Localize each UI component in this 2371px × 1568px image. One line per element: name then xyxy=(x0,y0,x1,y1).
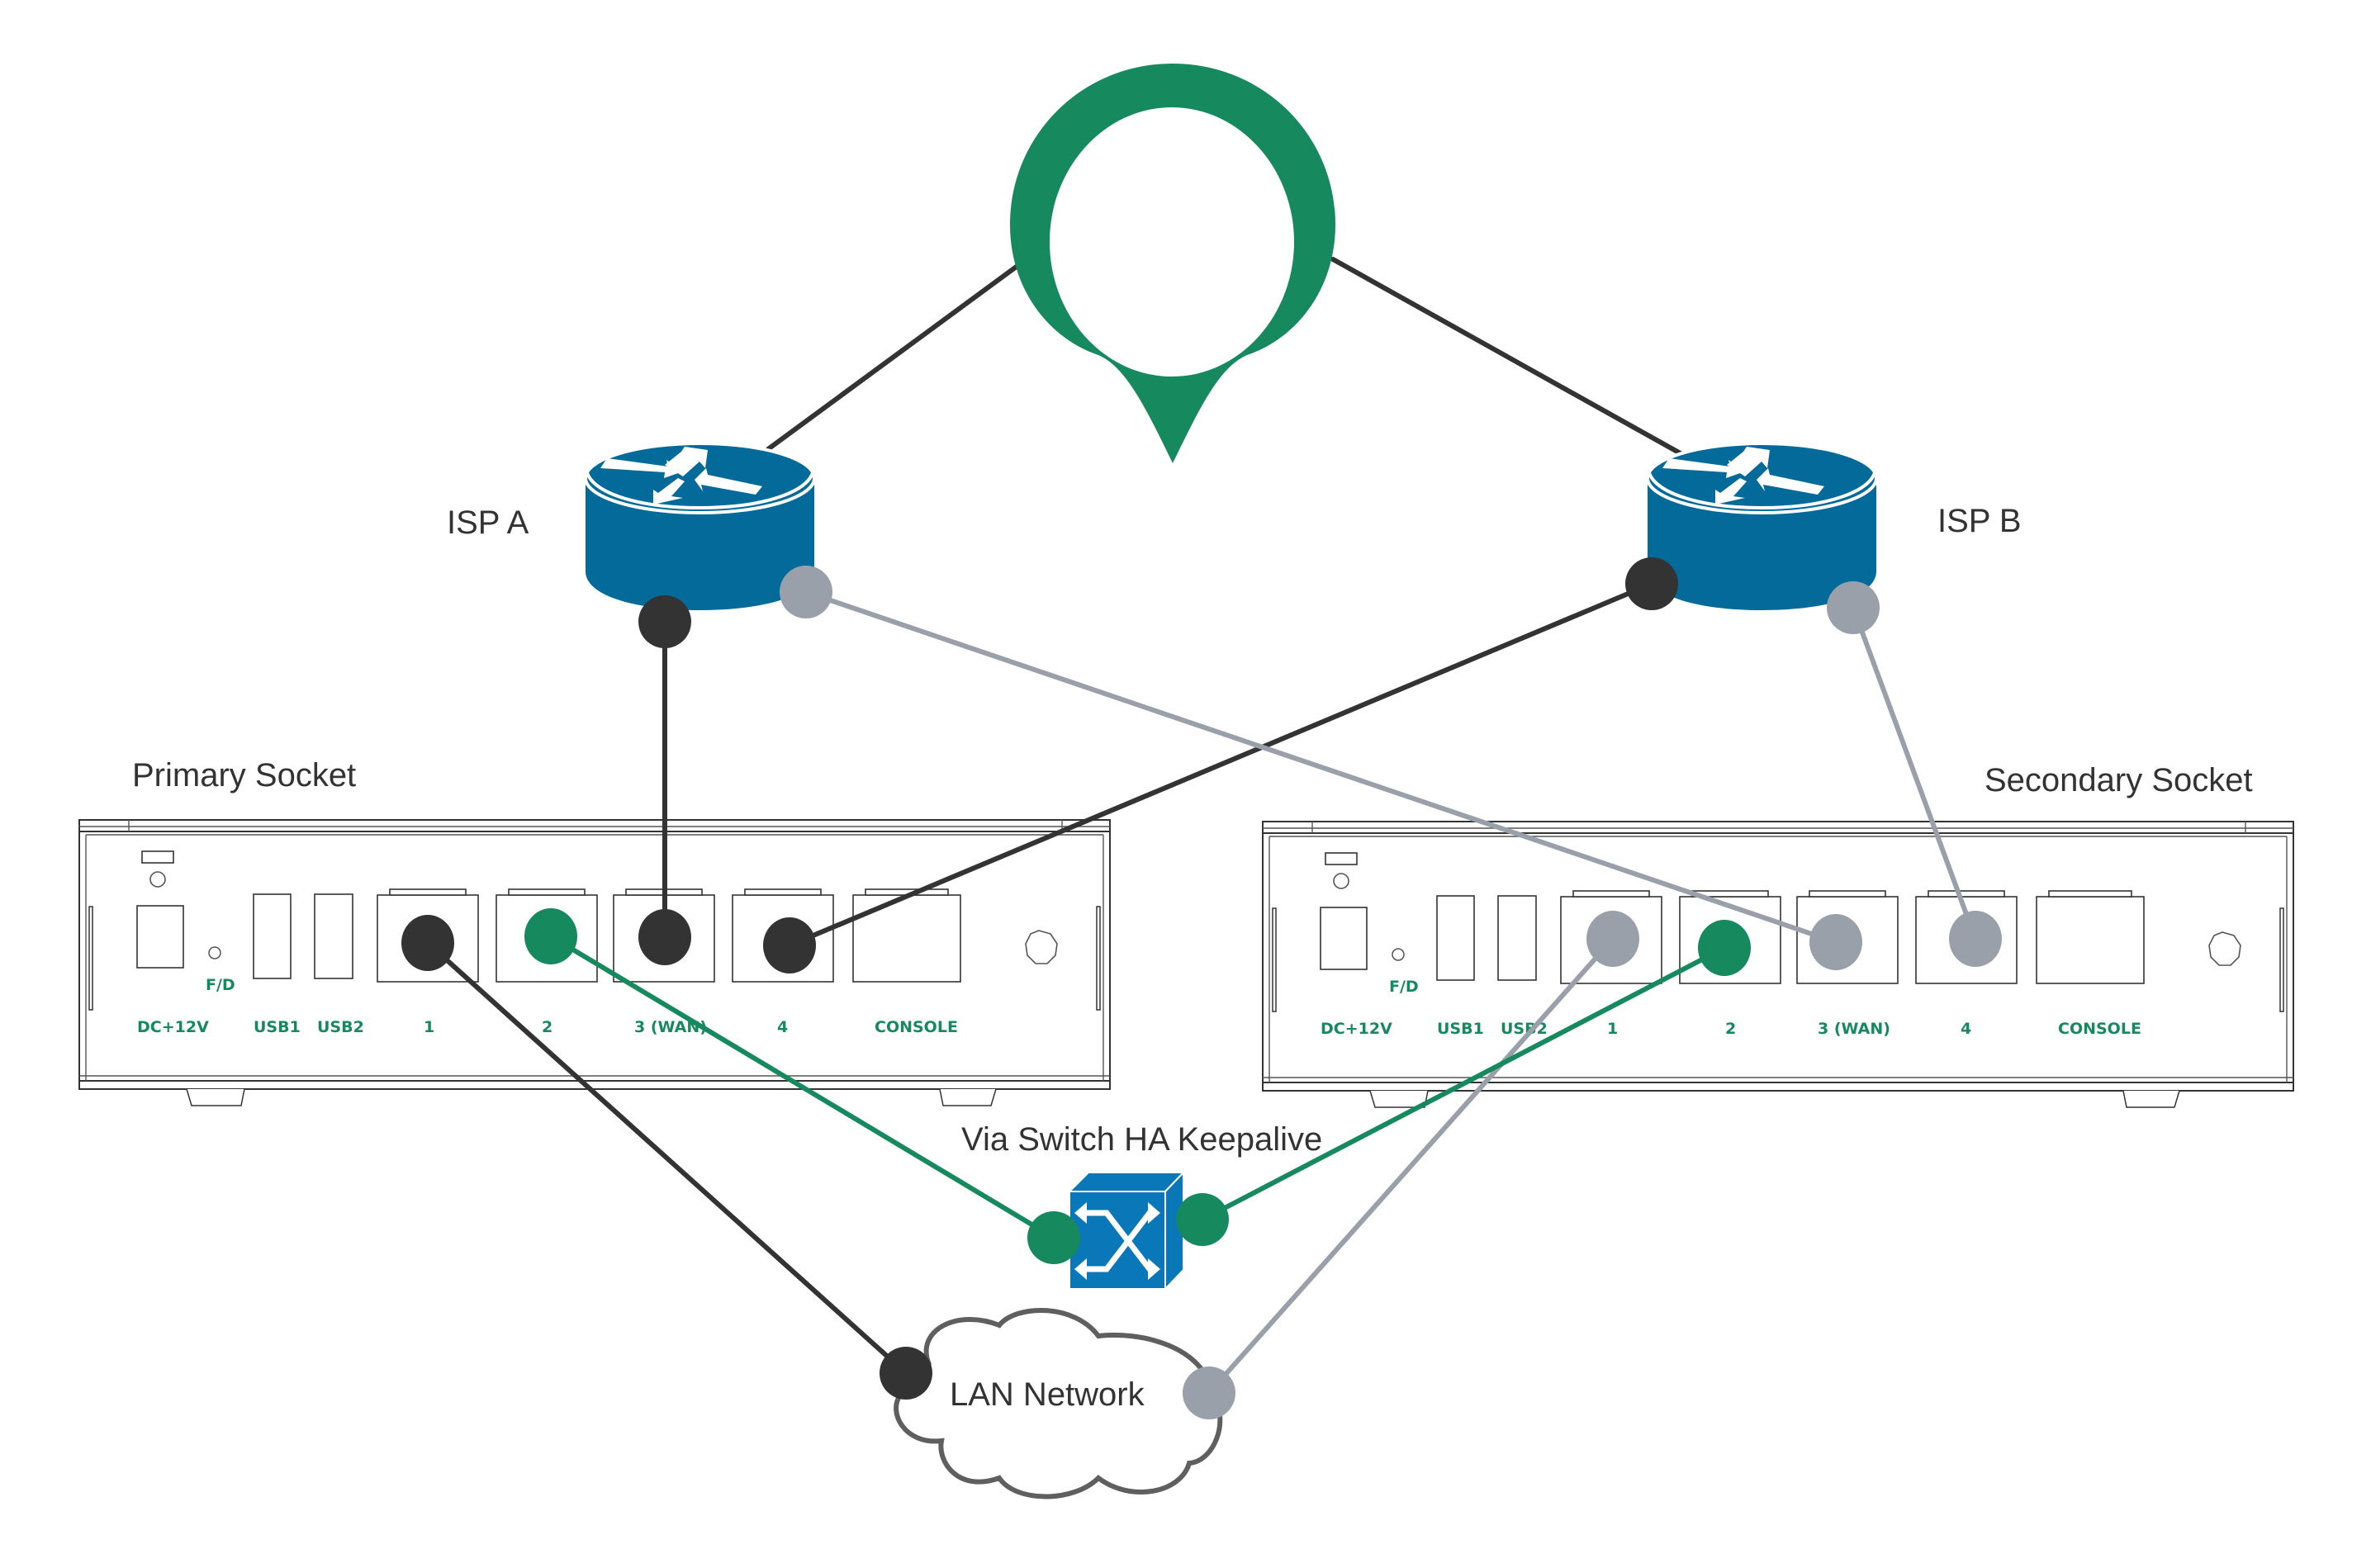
lan-port-dark[interactable] xyxy=(880,1347,932,1400)
port-1-label: 1 xyxy=(424,1018,434,1036)
lan-port-gray[interactable] xyxy=(1183,1367,1235,1419)
secondary-port-4-plug[interactable] xyxy=(1949,911,2002,967)
link-internet-isp-a xyxy=(766,263,1020,452)
port-3-wan-label: 3 (WAN) xyxy=(1818,1020,1890,1038)
primary-port-1-plug[interactable] xyxy=(401,915,454,971)
connector-dots xyxy=(401,557,2002,1419)
port-4-label: 4 xyxy=(777,1018,788,1036)
primary-socket-device: DC+12V F/D USB1 USB2 1 2 3 (WAN) 4 CONSO… xyxy=(78,819,1111,1106)
link-internet-isp-b xyxy=(1330,257,1687,458)
switch-port-left[interactable] xyxy=(1027,1211,1080,1264)
switch-label: Via Switch HA Keepalive xyxy=(961,1121,1322,1158)
port-2-label: 2 xyxy=(542,1018,552,1036)
link-primary-port2-switch xyxy=(548,934,1056,1240)
isp-b-router[interactable] xyxy=(1646,442,1878,610)
usb2-label: USB2 xyxy=(317,1018,364,1036)
port-3-wan-label: 3 (WAN) xyxy=(634,1018,707,1036)
isp-b-label: ISP B xyxy=(1937,503,2022,539)
secondary-port-1-plug[interactable] xyxy=(1586,911,1639,967)
isp-a-router[interactable] xyxy=(584,442,816,610)
location-pin-icon xyxy=(1010,64,1335,463)
internet-node[interactable] xyxy=(1010,64,1335,463)
usb1-label: USB1 xyxy=(254,1018,301,1036)
port-4-label: 4 xyxy=(1961,1020,1971,1038)
secondary-socket-label: Secondary Socket xyxy=(1985,762,2253,798)
console-label: CONSOLE xyxy=(875,1018,958,1036)
secondary-port-2-plug[interactable] xyxy=(1698,920,1751,976)
primary-socket-label: Primary Socket xyxy=(132,757,356,793)
isp-a-label: ISP A xyxy=(447,505,529,541)
link-isp-b-primary-port4 xyxy=(787,581,1654,948)
lan-network-cloud[interactable]: LAN Network xyxy=(894,1307,1223,1499)
fd-label: F/D xyxy=(206,976,235,994)
link-primary-port1-lan xyxy=(425,940,908,1376)
lan-network-label: LAN Network xyxy=(950,1376,1145,1413)
links xyxy=(425,257,1978,1395)
secondary-port-3-wan-plug[interactable] xyxy=(1809,914,1862,970)
switch-port-right[interactable] xyxy=(1176,1193,1229,1246)
secondary-socket-device: DC+12V F/D USB1 USB2 1 2 3 (WAN) 4 CONSO… xyxy=(1262,821,2294,1108)
primary-port-4-plug[interactable] xyxy=(763,917,816,973)
switch-icon xyxy=(1067,1170,1186,1291)
fd-label: F/D xyxy=(1389,978,1419,996)
router-icon xyxy=(1646,442,1878,610)
port-2-label: 2 xyxy=(1725,1020,1736,1038)
link-secondary-port1-lan xyxy=(1207,936,1615,1395)
primary-port-2-plug[interactable] xyxy=(524,908,577,964)
cloud-icon xyxy=(894,1307,1223,1499)
isp-b-port-dark[interactable] xyxy=(1625,557,1678,610)
link-secondary-port2-switch xyxy=(1200,945,1727,1222)
link-isp-a-secondary-wan xyxy=(804,590,1838,945)
router-icon xyxy=(584,442,816,610)
dc-power-label: DC+12V xyxy=(1321,1020,1392,1038)
ha-switch[interactable] xyxy=(1067,1170,1186,1291)
isp-b-port-gray[interactable] xyxy=(1827,581,1880,634)
port-1-label: 1 xyxy=(1607,1020,1618,1038)
isp-a-port-gray[interactable] xyxy=(780,566,832,618)
isp-a-port-dark[interactable] xyxy=(638,595,691,648)
usb1-label: USB1 xyxy=(1437,1020,1484,1038)
dc-power-label: DC+12V xyxy=(137,1018,209,1036)
link-isp-b-secondary-port4 xyxy=(1851,605,1978,941)
primary-port-3-wan-plug[interactable] xyxy=(638,909,691,965)
console-label: CONSOLE xyxy=(2058,1020,2141,1038)
